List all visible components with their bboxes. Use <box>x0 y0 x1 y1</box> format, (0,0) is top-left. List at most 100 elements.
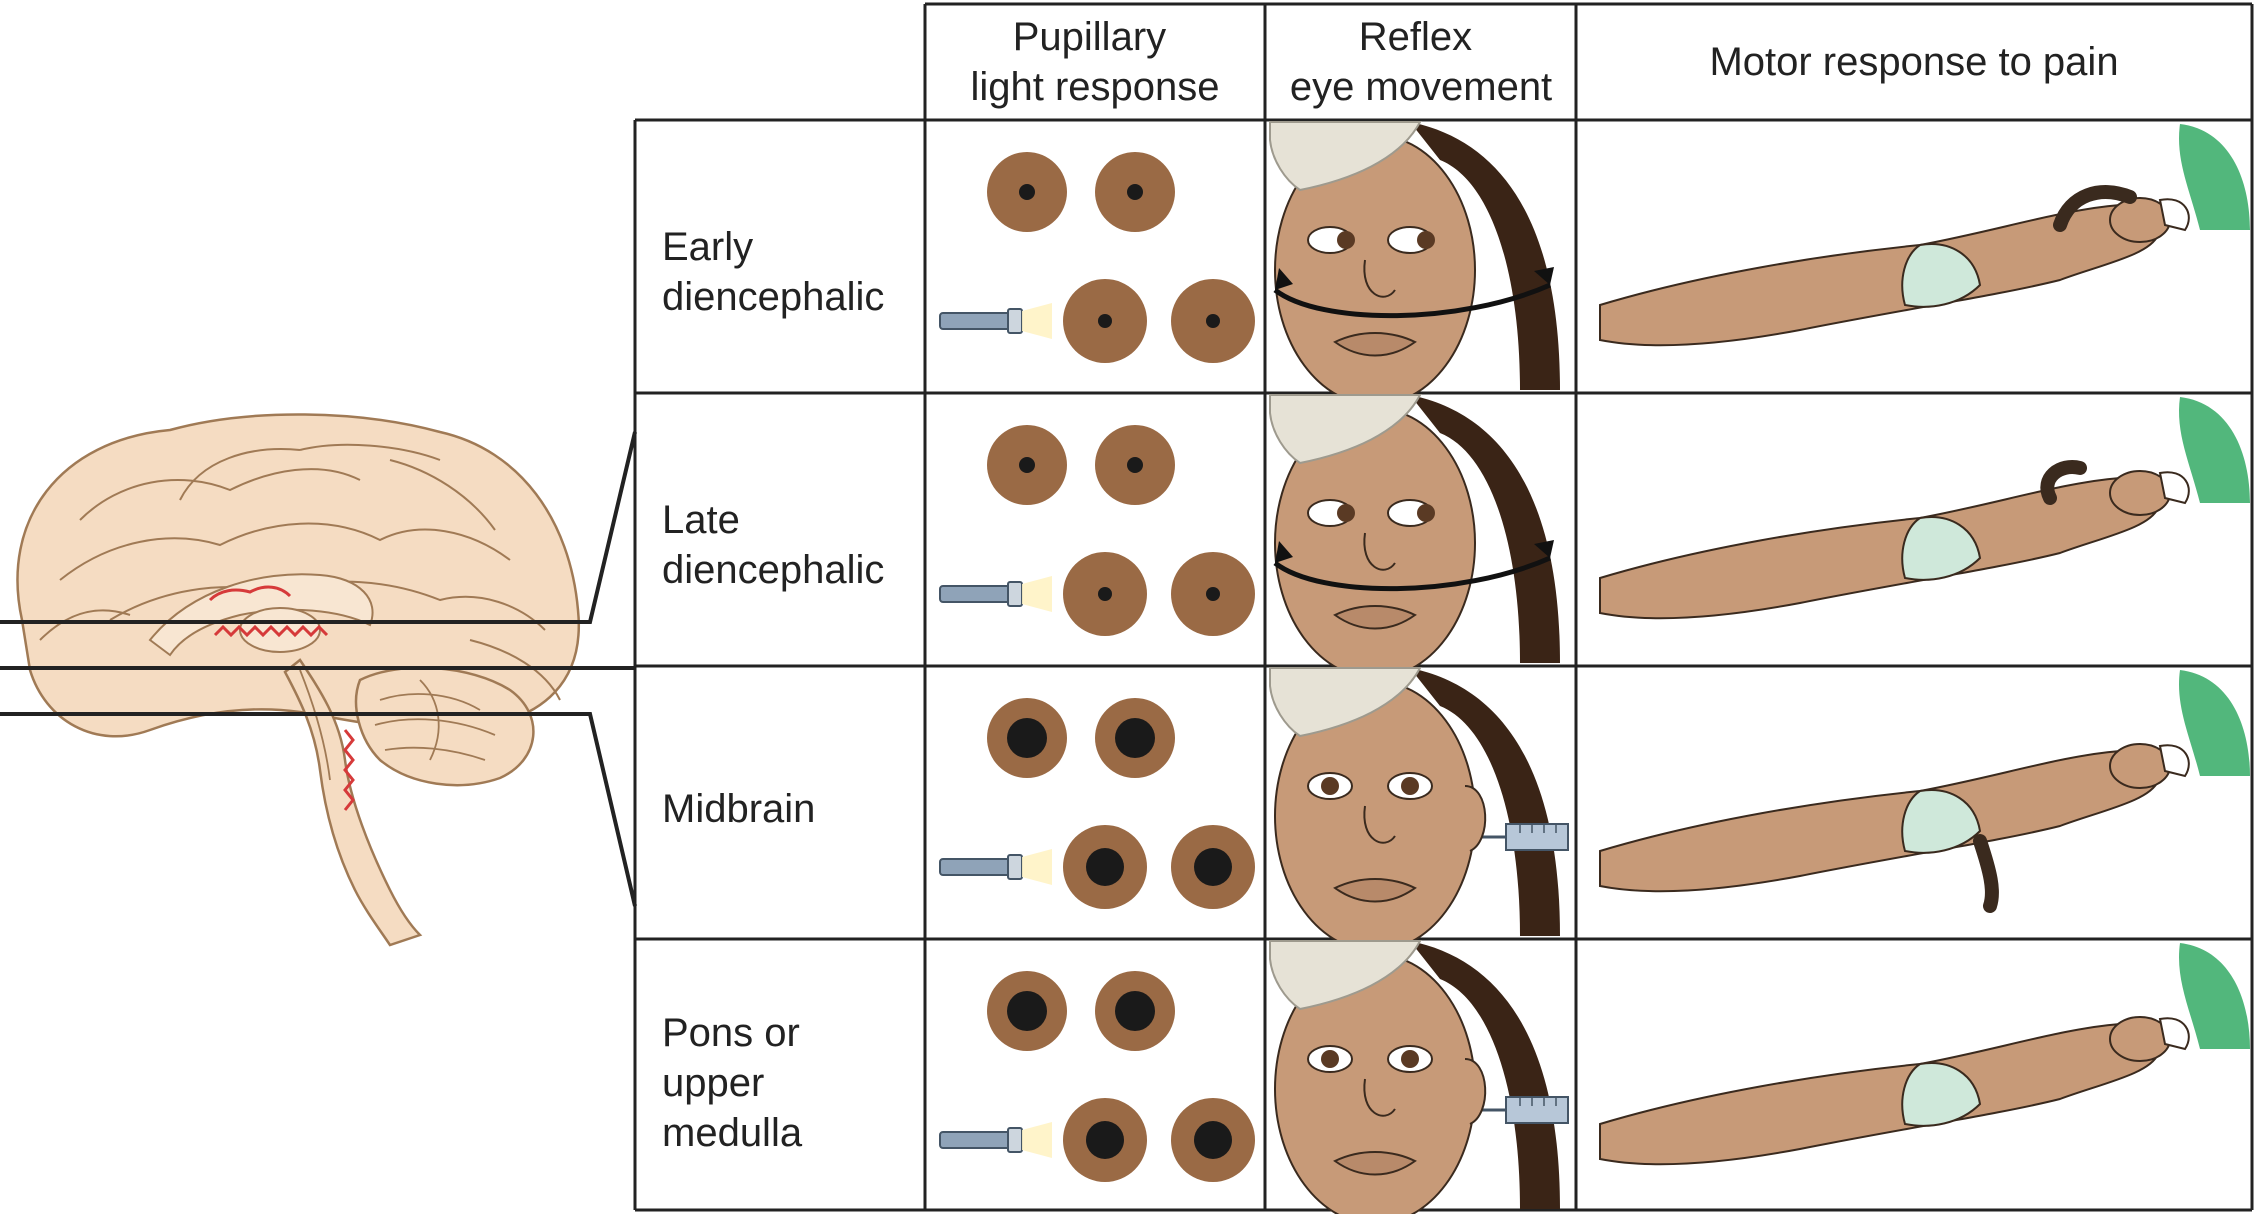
patient-body <box>1599 397 2250 620</box>
body-outline <box>1599 476 2160 620</box>
lesion-brainstem <box>343 729 355 811</box>
patient-body <box>1599 670 2250 913</box>
hair <box>1410 395 1560 663</box>
flashlight-icon <box>939 576 1052 612</box>
row-label-line: Late <box>662 498 740 542</box>
motor-response-illustrations <box>1599 124 2250 1166</box>
examiner-hand <box>1269 667 1422 738</box>
shorts <box>1901 1062 1982 1127</box>
mouth <box>1333 332 1417 357</box>
level-lines <box>0 431 637 907</box>
examiner-sleeve <box>2179 124 2250 230</box>
header-motor: Motor response to pain <box>1709 40 2118 84</box>
row-label-early-diencephalic: Early diencephalic <box>662 225 884 319</box>
examiner-hand <box>2158 744 2190 778</box>
row-label-line: Midbrain <box>662 787 815 831</box>
pupil <box>1098 587 1112 601</box>
ear <box>1464 785 1487 852</box>
brain-sagittal-illustration <box>16 413 581 947</box>
pupil-set <box>939 425 1255 636</box>
eye-iris <box>1321 1050 1339 1068</box>
arrowhead-left <box>1275 268 1293 290</box>
flashlight-beam <box>1022 303 1052 339</box>
pupil-set <box>939 152 1255 363</box>
pupil <box>1019 184 1035 200</box>
row-label-late-diencephalic: Late diencephalic <box>662 498 884 592</box>
cerebellum <box>354 666 535 787</box>
flashlight-body <box>939 585 1011 603</box>
arrowhead-left <box>1275 541 1293 563</box>
row-label-pons-upper-medulla: Pons or upper medulla <box>662 1011 811 1155</box>
header-reflex-line-2: eye movement <box>1290 65 1552 109</box>
nose <box>1363 532 1396 571</box>
level-line-pons <box>0 712 637 907</box>
header-motor-line-1: Motor response to pain <box>1709 40 2118 84</box>
syringe-body <box>1505 823 1569 851</box>
eye-iris <box>1417 504 1435 522</box>
pupil <box>1007 991 1047 1031</box>
flashlight-icon <box>939 849 1052 885</box>
pupil <box>1019 457 1035 473</box>
examiner-hand <box>2158 1017 2190 1051</box>
body-outline <box>1599 203 2160 347</box>
head-rotation-arrow <box>1273 282 1552 319</box>
body-outline <box>1599 749 2160 893</box>
arm-extended <box>1973 834 1999 913</box>
shorts <box>1901 243 1982 308</box>
row-label-line: medulla <box>662 1111 803 1155</box>
pupil <box>1206 314 1220 328</box>
row-label-midbrain: Midbrain <box>662 787 815 831</box>
pupil <box>1194 848 1232 886</box>
eye-iris <box>1321 777 1339 795</box>
pupil <box>1206 587 1220 601</box>
patient-body <box>1599 943 2250 1166</box>
examiner-sleeve <box>2179 943 2250 1049</box>
examiner-sleeve <box>2179 397 2250 503</box>
face <box>1269 121 1560 406</box>
row-label-line: diencephalic <box>662 275 884 319</box>
examiner-sleeve <box>2179 670 2250 776</box>
arm-flexed <box>2040 460 2087 505</box>
row-label-line: upper <box>662 1061 764 1105</box>
nose <box>1363 259 1396 298</box>
flashlight-head <box>1007 854 1023 880</box>
examiner-hand <box>2158 471 2190 505</box>
eye-iris <box>1417 231 1435 249</box>
hair <box>1410 668 1560 936</box>
head-rotation-arrow <box>1273 555 1552 592</box>
examiner-hand <box>1269 121 1422 192</box>
flashlight-icon <box>939 1122 1052 1158</box>
mouth <box>1333 605 1417 630</box>
syringe-body <box>1505 1096 1569 1124</box>
flashlight-beam <box>1022 576 1052 612</box>
arm-reaching <box>2053 185 2137 232</box>
arrowhead-right <box>1534 540 1554 558</box>
pupil-set <box>939 971 1255 1182</box>
arrowhead-right <box>1534 267 1554 285</box>
mouth <box>1333 878 1417 903</box>
face <box>1269 940 1569 1214</box>
flashlight-icon <box>939 303 1052 339</box>
eye-iris <box>1337 231 1355 249</box>
header-pupillary-line-1: Pupillary <box>1013 15 1166 59</box>
header-reflex-line-1: Reflex <box>1359 15 1472 59</box>
row-label-line: diencephalic <box>662 548 884 592</box>
ear <box>1464 1058 1487 1125</box>
header-pupillary-line-2: light response <box>970 65 1219 109</box>
pons-outline <box>299 669 331 781</box>
table-grid <box>633 2 2254 1212</box>
face <box>1269 667 1569 952</box>
body-outline <box>1599 1022 2160 1166</box>
nose <box>1363 805 1396 844</box>
face <box>1269 394 1560 679</box>
pupil-set <box>939 698 1255 909</box>
pupil <box>1007 718 1047 758</box>
flashlight-body <box>939 312 1011 330</box>
flashlight-beam <box>1022 1122 1052 1158</box>
flashlight-body <box>939 858 1011 876</box>
nose <box>1363 1078 1396 1117</box>
lesion-diencephalic <box>213 624 329 638</box>
pupil-illustrations <box>939 152 1255 1182</box>
examiner-hand <box>2158 198 2190 232</box>
hair <box>1410 122 1560 390</box>
